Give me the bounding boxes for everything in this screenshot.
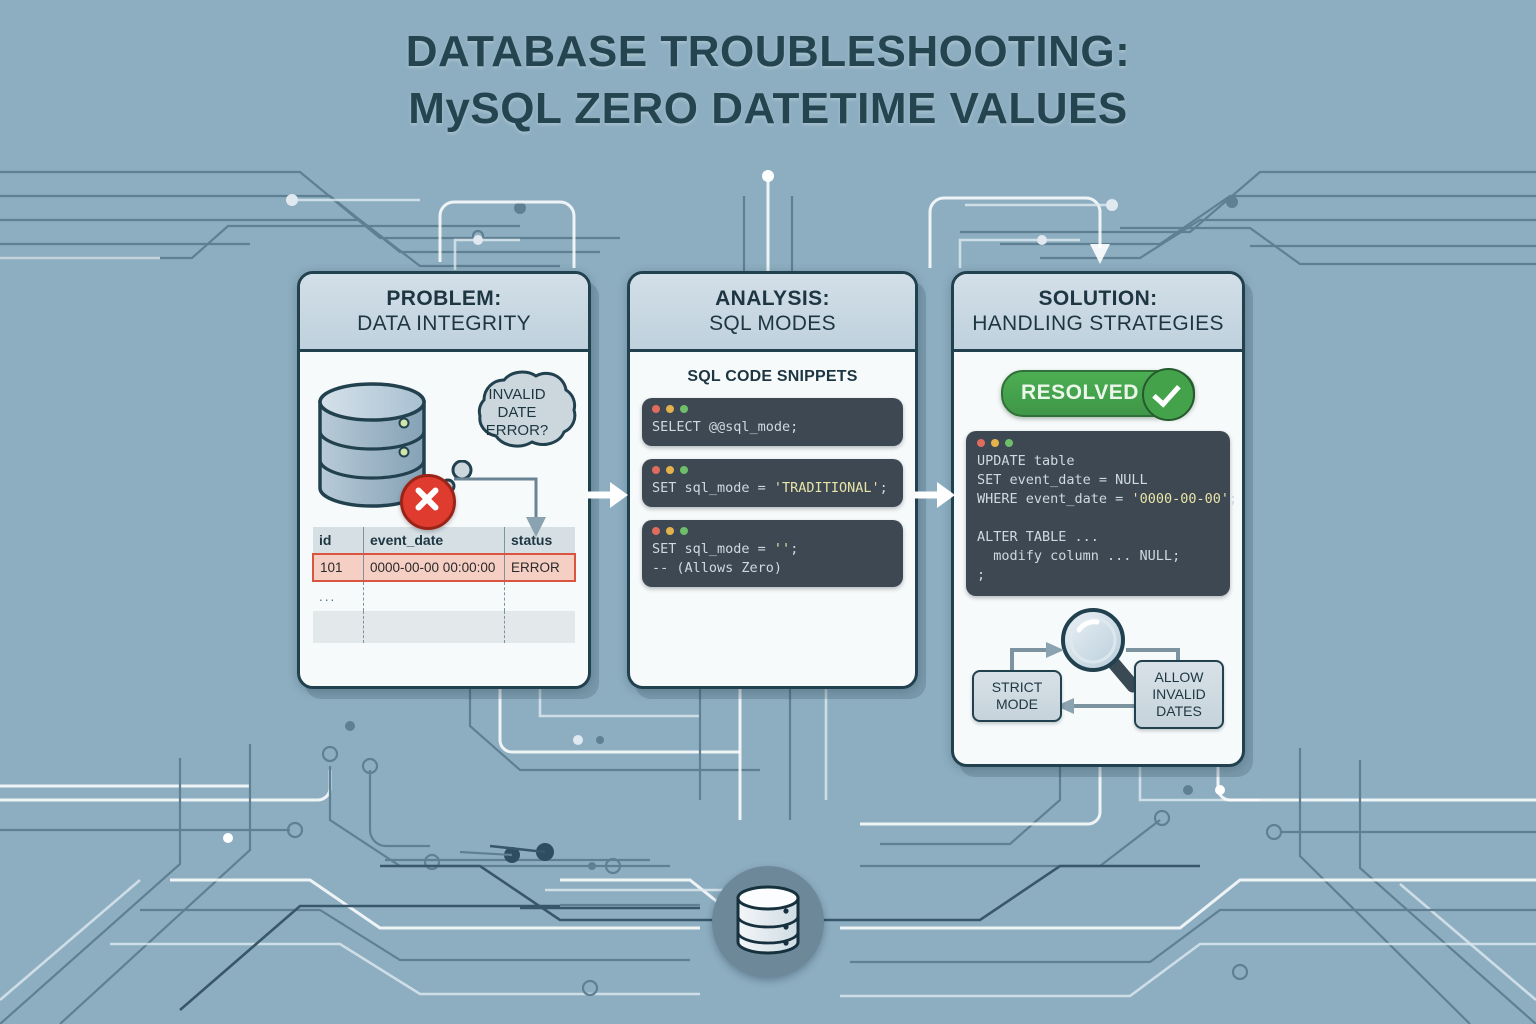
th-id: id — [313, 527, 364, 555]
dot-yellow-icon — [666, 405, 674, 413]
code-snippet-3-comment: -- (Allows Zero) — [652, 560, 783, 576]
solution-code-line-6: modify column ... NULL; — [977, 548, 1181, 564]
arrow-problem-to-analysis-icon — [588, 482, 628, 508]
allow-line-2: INVALID — [1152, 686, 1206, 702]
cell-blank-a — [313, 611, 364, 643]
solution-code-line-7: ; — [977, 567, 986, 583]
code-snippet-2[interactable]: SET sql_mode = 'TRADITIONAL'; — [642, 459, 903, 507]
strict-mode-line-1: STRICT — [991, 679, 1043, 695]
dot-green-icon — [1005, 439, 1013, 447]
solution-code-line-4 — [977, 509, 1219, 528]
cell-blank-c — [504, 611, 575, 643]
arrow-analysis-to-solution-icon — [915, 482, 955, 508]
window-dots-icon — [652, 527, 893, 535]
footer-database-hub — [712, 866, 824, 978]
problem-illustration: INVALID DATE ERROR? — [312, 362, 577, 537]
panel-problem-heading-2: DATA INTEGRITY — [357, 312, 531, 335]
window-dots-icon — [652, 466, 893, 474]
panel-problem-heading-1: PROBLEM: — [386, 287, 502, 310]
code-literal-traditional: 'TRADITIONAL' — [773, 480, 880, 496]
window-dots-icon — [977, 439, 1219, 447]
page-title: DATABASE TROUBLESHOOTING: MySQL ZERO DAT… — [0, 24, 1536, 138]
dot-red-icon — [652, 466, 660, 474]
panel-analysis-body: SQL CODE SNIPPETS SELECT @@sql_mode; SET… — [630, 352, 915, 612]
thought-line-2: DATE — [497, 404, 537, 421]
code-snippet-1[interactable]: SELECT @@sql_mode; — [642, 398, 903, 446]
magnifying-glass-icon — [1061, 608, 1140, 693]
panel-analysis-header: ANALYSIS: SQL MODES — [630, 274, 915, 352]
table-row-ellipsis: ... — [313, 581, 575, 611]
resolved-label: RESOLVED — [1021, 381, 1139, 404]
code-snippet-1-text: SELECT @@sql_mode; — [652, 419, 799, 435]
panel-solution-header: SOLUTION: HANDLING STRATEGIES — [954, 274, 1242, 352]
cell-ellipsis: ... — [319, 589, 337, 604]
cell-status: ERROR — [504, 553, 576, 582]
strategy-diagram: STRICT MODE ALLOW INVALID DATES — [966, 608, 1230, 740]
flow-arrow-to-table-icon — [454, 477, 546, 537]
allow-line-1: ALLOW — [1154, 669, 1204, 685]
solution-code-line-3: WHERE event_date = '0000-00-00'; — [977, 491, 1238, 507]
panel-solution-heading-2: HANDLING STRATEGIES — [972, 312, 1224, 335]
window-dots-icon — [652, 405, 893, 413]
panel-analysis-heading-2: SQL MODES — [709, 312, 836, 335]
database-cylinder-icon — [318, 382, 426, 508]
code-snippet-2-text: SET sql_mode = 'TRADITIONAL'; — [652, 480, 888, 496]
dot-green-icon — [680, 405, 688, 413]
panel-solution-heading-1: SOLUTION: — [1038, 287, 1158, 310]
strict-mode-line-2: MODE — [996, 696, 1038, 712]
thought-line-1: INVALID — [488, 386, 546, 403]
solution-code-line-2: SET event_date = NULL — [977, 472, 1148, 488]
panel-problem[interactable]: PROBLEM: DATA INTEGRITY — [297, 271, 591, 689]
solution-code-block[interactable]: UPDATE table SET event_date = NULL WHERE… — [966, 431, 1238, 596]
cell-empty-a — [363, 581, 505, 611]
panel-analysis-heading-1: ANALYSIS: — [715, 287, 830, 310]
dot-red-icon — [977, 439, 985, 447]
thought-line-3: ERROR? — [485, 422, 549, 439]
title-line-2: MySQL ZERO DATETIME VALUES — [408, 84, 1128, 133]
cell-blank-b — [363, 611, 505, 643]
snippets-section-title: SQL CODE SNIPPETS — [687, 368, 858, 385]
check-circle-icon — [1142, 368, 1195, 421]
solution-code-line-1: UPDATE table — [977, 453, 1075, 469]
solution-code-line-5: ALTER TABLE ... — [977, 529, 1099, 545]
panel-solution[interactable]: SOLUTION: HANDLING STRATEGIES RESOLVED U… — [951, 271, 1245, 767]
thought-bubble-icon — [477, 370, 577, 448]
dot-green-icon — [680, 527, 688, 535]
problem-data-table: id event_date status 101 0000-00-00 00:0… — [312, 527, 576, 643]
panel-problem-header: PROBLEM: DATA INTEGRITY — [300, 274, 588, 352]
dot-yellow-icon — [991, 439, 999, 447]
red-x-error-icon — [400, 474, 456, 530]
title-line-1: DATABASE TROUBLESHOOTING: — [405, 27, 1131, 76]
dot-yellow-icon — [666, 527, 674, 535]
dot-green-icon — [680, 466, 688, 474]
allow-line-3: DATES — [1156, 703, 1202, 719]
cell-event-date: 0000-00-00 00:00:00 — [363, 553, 505, 582]
dot-red-icon — [652, 405, 660, 413]
thought-bubble-text: INVALID DATE ERROR? — [454, 386, 580, 440]
code-snippet-3[interactable]: SET sql_mode = ''; -- (Allows Zero) — [642, 520, 903, 587]
cell-empty-b — [504, 581, 575, 611]
table-row-blank — [313, 611, 575, 643]
code-snippet-3-text: SET sql_mode = ''; — [652, 541, 799, 557]
panel-problem-body: INVALID DATE ERROR? — [300, 352, 588, 655]
panel-solution-body: RESOLVED UPDATE table SET event_date = N… — [954, 352, 1242, 752]
dot-red-icon — [652, 527, 660, 535]
database-cylinder-icon — [736, 885, 800, 955]
table-row-error[interactable]: 101 0000-00-00 00:00:00 ERROR — [312, 553, 576, 582]
strategy-box-strict-mode[interactable]: STRICT MODE — [972, 670, 1062, 722]
status-badge-resolved: RESOLVED — [1001, 368, 1195, 421]
strategy-box-allow-invalid-dates[interactable]: ALLOW INVALID DATES — [1134, 660, 1224, 729]
cell-id: 101 — [312, 553, 364, 582]
code-literal-empty: '' — [773, 541, 791, 557]
panel-analysis[interactable]: ANALYSIS: SQL MODES SQL CODE SNIPPETS SE… — [627, 271, 918, 689]
th-status: status — [504, 527, 575, 555]
dot-yellow-icon — [666, 466, 674, 474]
